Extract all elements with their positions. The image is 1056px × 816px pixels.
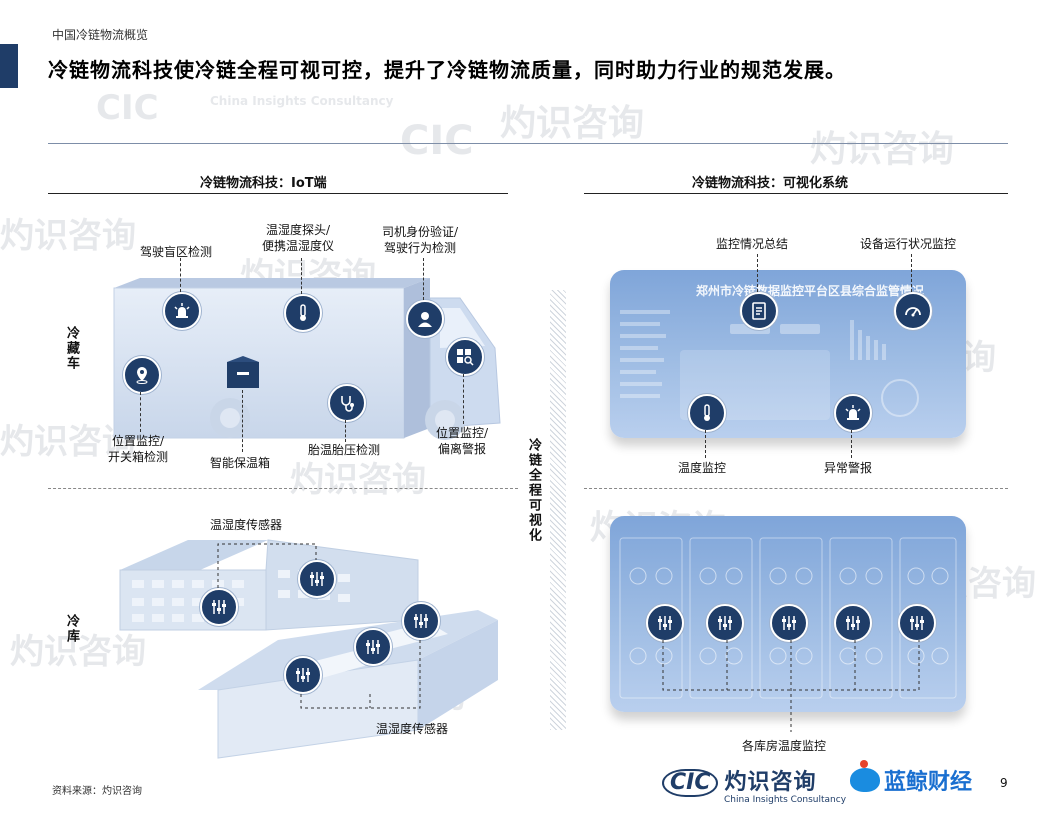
sensor-icon [284, 656, 322, 694]
gauge-icon [894, 292, 932, 330]
breadcrumb: 中国冷链物流概览 [52, 28, 149, 42]
sensor-connectors [217, 543, 421, 709]
lanjing-logo: 蓝鲸财经 [850, 760, 973, 796]
label-sensor-bottom: 温湿度传感器 [376, 722, 449, 736]
left-section-rule [48, 193, 508, 194]
warehouse-grid [619, 537, 957, 699]
connector [911, 254, 912, 292]
whale-icon [850, 760, 880, 792]
label-position: 位置监控/ 开关箱检测 [108, 434, 169, 464]
label-temp-probe: 温湿度探头/ 便携温湿度仪 [262, 223, 335, 253]
connector [705, 430, 706, 458]
connector [423, 258, 424, 300]
alarm-light-icon [163, 292, 201, 330]
label-driver-id: 司机身份验证/ 驾驶行为检测 [382, 225, 459, 255]
page-headline: 冷链物流科技使冷链全程可视可控，提升了冷链物流质量，同时助力行业的规范发展。 [48, 58, 846, 82]
label-warehouse-temp: 各库房温度监控 [742, 739, 827, 753]
label-blind-spot: 驾驶盲区检测 [140, 245, 213, 259]
source-note: 资料来源：灼识咨询 [52, 786, 142, 797]
alarm-light-icon [834, 394, 872, 432]
connector [345, 420, 346, 442]
label-tire: 胎温胎压检测 [308, 443, 381, 457]
page-number: 9 [1000, 776, 1008, 790]
row-label-warehouse: 冷库 [64, 614, 79, 644]
thermometer-icon [688, 394, 726, 432]
sensor-icon [354, 628, 392, 666]
label-temperature: 温度监控 [678, 461, 727, 475]
row-divider [48, 488, 518, 489]
hatch-divider [550, 290, 566, 730]
driver-icon [406, 300, 444, 338]
cic-subtitle: China Insights Consultancy [724, 795, 847, 805]
title-rule [48, 143, 1008, 144]
sensor-icon [646, 604, 684, 642]
report-icon [740, 292, 778, 330]
label-alarm: 异常警报 [824, 461, 873, 475]
sensor-icon [898, 604, 936, 642]
center-vertical-label: 冷链全程可视化 [526, 438, 541, 543]
watermark: 灼识咨询 [500, 103, 645, 144]
label-summary: 监控情况总结 [716, 237, 789, 251]
sensor-icon [770, 604, 808, 642]
cic-mark: CIC [662, 769, 719, 797]
connector [180, 258, 181, 292]
lanjing-name: 蓝鲸财经 [884, 770, 973, 795]
sensor-icon [834, 604, 872, 642]
location-pin-icon [123, 356, 161, 394]
stethoscope-icon [328, 384, 366, 422]
watermark: China Insights Consultancy [210, 94, 394, 108]
accent-bar [0, 44, 18, 88]
sensor-icon [200, 588, 238, 626]
watermark: 灼识咨询 [290, 460, 426, 500]
watermark: CIC [400, 118, 474, 164]
monitor-scan-icon [446, 338, 484, 376]
sensor-icon [402, 602, 440, 640]
left-section-title: 冷链物流科技：IoT端 [200, 176, 327, 191]
row-label-truck: 冷藏车 [64, 326, 79, 371]
grid-connectors [662, 640, 920, 732]
right-section-title: 冷链物流科技：可视化系统 [692, 176, 849, 191]
label-equipment: 设备运行状况监控 [860, 237, 957, 251]
label-position-alarm: 位置监控/ 偏离警报 [436, 426, 489, 456]
row-divider [584, 488, 1008, 489]
connector [463, 374, 464, 424]
sensor-icon [298, 560, 336, 598]
connector [301, 258, 302, 294]
cic-name: 灼识咨询 [724, 770, 817, 795]
connector [757, 254, 758, 292]
smart-box-icon [227, 356, 259, 388]
right-section-rule [584, 193, 1008, 194]
label-sensor-top: 温湿度传感器 [210, 518, 283, 532]
watermark: CIC [96, 88, 159, 128]
sensor-icon [706, 604, 744, 642]
connector [140, 392, 141, 432]
connector [851, 430, 852, 458]
watermark: 灼识咨询 [810, 129, 955, 170]
connector [242, 390, 243, 452]
thermometer-icon [284, 294, 322, 332]
label-smart-box: 智能保温箱 [210, 456, 271, 470]
